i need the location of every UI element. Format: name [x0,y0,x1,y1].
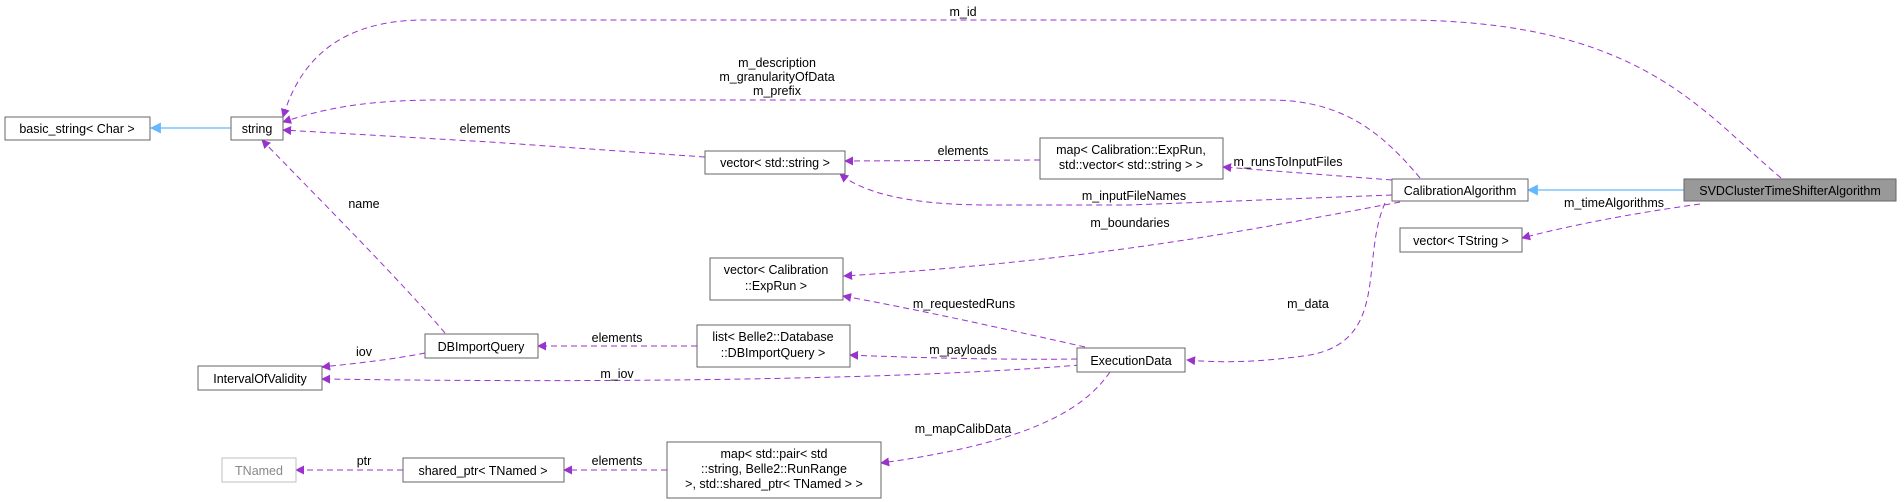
node-tnamed[interactable]: TNamed [221,457,297,483]
label-m-granularity-of-data: m_granularityOfData [719,70,834,84]
label-m-id: m_id [949,5,976,19]
node-label: basic_string< Char > [19,122,134,136]
edge-m-input-file-names [839,173,1393,206]
node-label-line-2: ::string, Belle2::RunRange [701,462,847,476]
node-label: vector< TString > [1413,234,1509,248]
edge-m-iov [321,364,1081,384]
edge-elements-vstring [282,125,706,158]
edge-iov [321,352,426,371]
label-name: name [348,197,379,211]
edge-m-requested-runs [842,293,1086,348]
edge-m-data [1186,202,1386,366]
label-m-payloads: m_payloads [929,343,996,357]
label-m-runs-to-input-files: m_runsToInputFiles [1233,155,1342,169]
node-label: shared_ptr< TNamed > [418,464,547,478]
node-string[interactable]: string [230,116,284,141]
label-m-boundaries: m_boundaries [1090,216,1169,230]
label-m-input-file-names: m_inputFileNames [1082,189,1186,203]
edge-m-runs-to-input-files [1222,163,1393,181]
edge-m-description [282,99,1421,179]
node-execution-data[interactable]: ExecutionData [1076,347,1186,373]
label-m-time-algorithms: m_timeAlgorithms [1564,196,1664,210]
label-iov: iov [356,345,373,359]
node-svd-cluster-time-shifter-algorithm[interactable]: SVDClusterTimeShifterAlgorithm [1683,178,1897,202]
node-label: DBImportQuery [438,340,526,354]
label-elements-shared: elements [592,454,643,468]
node-label-line-2: ::DBImportQuery > [721,346,826,360]
node-interval-of-validity[interactable]: IntervalOfValidity [197,365,323,391]
node-label-line-1: map< Calibration::ExpRun, [1056,143,1206,157]
label-m-iov: m_iov [600,367,634,381]
node-label: SVDClusterTimeShifterAlgorithm [1699,184,1881,198]
node-label-line-1: vector< Calibration [724,263,829,277]
node-map-exprun-vector-string[interactable]: map< Calibration::ExpRun, std::vector< s… [1039,137,1224,180]
node-map-pair-string-runrange[interactable]: map< std::pair< std ::string, Belle2::Ru… [666,441,882,499]
edge-labels: m_id m_description m_granularityOfData m… [348,5,1664,468]
label-m-prefix: m_prefix [753,84,802,98]
node-calibration-algorithm[interactable]: CalibrationAlgorithm [1391,178,1529,202]
label-elements-vstring: elements [460,122,511,136]
edge-m-payloads [849,350,1078,360]
label-m-data: m_data [1287,297,1329,311]
node-vector-tstring[interactable]: vector< TString > [1399,227,1523,253]
edge-name [261,139,446,334]
node-label-line-3: >, std::shared_ptr< TNamed > > [685,477,863,491]
node-label: vector< std::string > [720,156,830,170]
edges [149,19,1782,475]
node-db-import-query[interactable]: DBImportQuery [424,333,539,359]
edge-m-map-calib-data [880,371,1111,467]
label-m-description: m_description [738,56,816,70]
node-vector-calibration-exprun[interactable]: vector< Calibration ::ExpRun > [709,257,844,301]
label-elements-map: elements [938,144,989,158]
edge-m-id [281,19,1782,179]
label-m-requested-runs: m_requestedRuns [913,297,1015,311]
node-list-db-import-query[interactable]: list< Belle2::Database ::DBImportQuery > [696,324,851,368]
label-m-map-calib-data: m_mapCalibData [915,422,1012,436]
label-elements-list: elements [592,331,643,345]
node-shared-ptr-tnamed[interactable]: shared_ptr< TNamed > [402,457,565,483]
node-vector-std-string[interactable]: vector< std::string > [704,150,846,175]
node-label: string [242,122,273,136]
node-label-line-1: map< std::pair< std [720,447,827,461]
node-label: IntervalOfValidity [213,372,307,386]
node-label-line-1: list< Belle2::Database [712,330,833,344]
node-label-line-2: ::ExpRun > [745,279,807,293]
node-label: CalibrationAlgorithm [1404,184,1517,198]
edge-elements-map [844,156,1041,166]
node-basic-string-char[interactable]: basic_string< Char > [4,116,151,141]
node-label: ExecutionData [1090,354,1171,368]
node-label-line-2: std::vector< std::string > > [1059,158,1203,172]
label-ptr: ptr [357,454,372,468]
edge-m-boundaries [843,201,1401,280]
node-label: TNamed [235,464,283,478]
